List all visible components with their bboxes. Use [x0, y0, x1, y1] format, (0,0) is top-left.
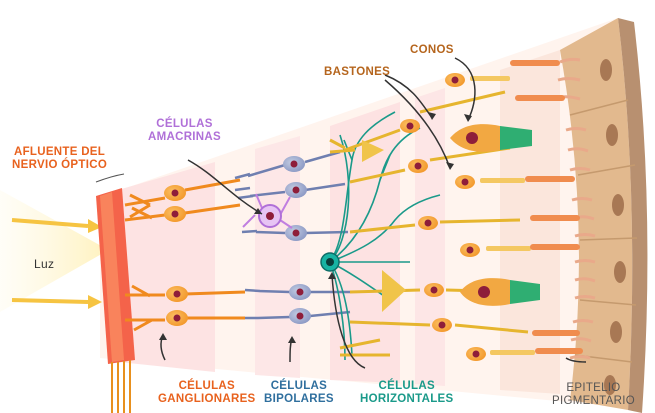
label-afluente-nervio-optico: AFLUENTE DEL NERVIO ÓPTICO	[12, 146, 107, 172]
label-celulas-ganglionares: CÉLULAS GANGLIONARES	[158, 380, 256, 406]
label-bipolares-line2: BIPOLARES	[264, 393, 334, 406]
label-amacrinas-line1: CÉLULAS	[148, 118, 221, 131]
label-epitelio-pigmentario: EPITELIO PIGMENTARIO	[552, 382, 635, 408]
label-afluente-line1: AFLUENTE DEL	[12, 146, 107, 159]
label-ganglionares-line1: CÉLULAS	[158, 380, 256, 393]
label-ganglionares-line2: GANGLIONARES	[158, 393, 256, 406]
light-beam	[0, 190, 105, 312]
label-horizontales-line2: HORIZONTALES	[360, 393, 453, 406]
label-celulas-horizontales: CÉLULAS HORIZONTALES	[360, 380, 453, 406]
label-amacrinas-line2: AMACRINAS	[148, 131, 221, 144]
label-luz: Luz	[34, 258, 54, 271]
label-celulas-bipolares: CÉLULAS BIPOLARES	[264, 380, 334, 406]
label-epitelio-line1: EPITELIO	[552, 382, 635, 395]
label-afluente-line2: NERVIO ÓPTICO	[12, 159, 107, 172]
label-horizontales-line1: CÉLULAS	[360, 380, 453, 393]
label-celulas-amacrinas: CÉLULAS AMACRINAS	[148, 118, 221, 144]
label-bastones: BASTONES	[324, 66, 390, 79]
label-bipolares-line1: CÉLULAS	[264, 380, 334, 393]
label-conos: CONOS	[410, 44, 454, 57]
label-epitelio-line2: PIGMENTARIO	[552, 395, 635, 408]
horizontal-soma	[321, 253, 339, 271]
